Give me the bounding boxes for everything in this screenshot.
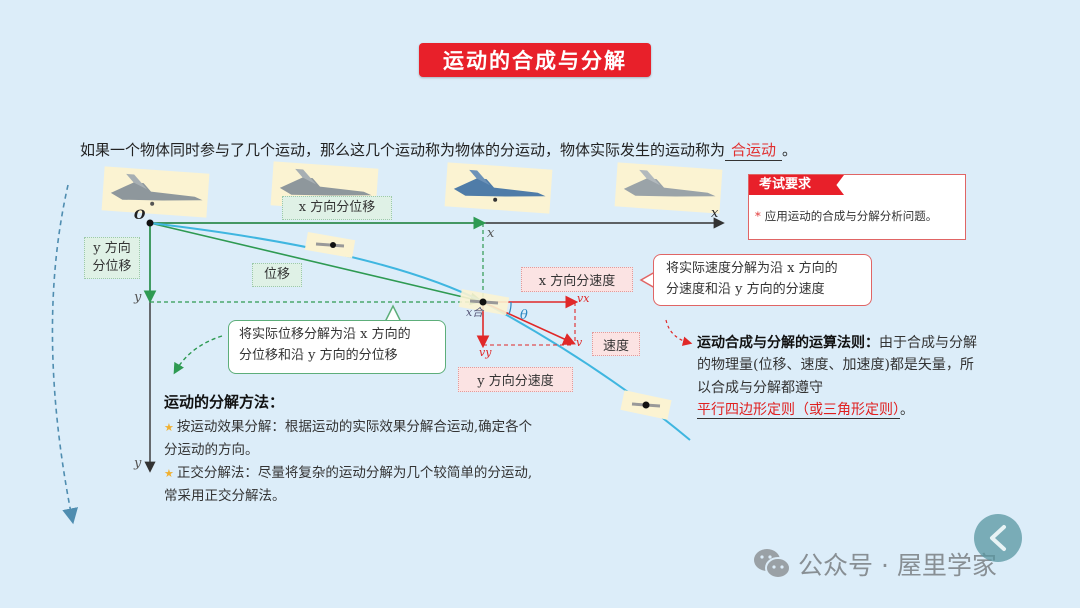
method-item: ★正交分解法：尽量将复杂的运动分解为几个较简单的分运动,常采用正交分解法。 (164, 462, 544, 508)
exam-text: *应用运动的合成与分解分析问题。 (755, 208, 937, 224)
x-mark-label: x (487, 226, 495, 241)
velocity-label: 速度 (592, 332, 640, 356)
y-mark-label: y (134, 290, 142, 305)
exam-requirement-text: 应用运动的合成与分解分析问题。 (764, 209, 938, 223)
x-resultant-label: x合 (466, 306, 484, 319)
jet-plane-image-2 (270, 161, 379, 213)
method-title: 运动的分解方法： (164, 393, 285, 411)
x-velocity-label: x 方向分速度 (521, 267, 633, 292)
theta-label: θ (520, 308, 528, 323)
star-icon: ★ (164, 420, 174, 434)
intro-end: 。 (782, 141, 798, 159)
method-item-text: 正交分解法：尽量将复杂的运动分解为几个较简单的分运动,常采用正交分解法。 (164, 465, 533, 505)
origin-label: O (134, 208, 146, 223)
exam-tag: 考试要求 (749, 175, 844, 195)
watermark: 公众号 · 屋里学家 (752, 546, 997, 582)
y-velocity-label: y 方向分速度 (458, 367, 573, 392)
x-axis-label: x (711, 206, 719, 221)
missile-icon (620, 390, 672, 420)
composition-rule: 运动合成与分解的运算法则：由于合成与分解的物理量(位移、速度、加速度)都是矢量，… (697, 332, 977, 422)
asterisk-icon: * (755, 209, 761, 223)
velocity-note-line-2: 分速度和沿 y 方向的分速度 (666, 281, 825, 297)
velocity-note-line-1: 将实际速度分解为沿 x 方向的 (666, 261, 838, 276)
method-item-text: 按运动效果分解：根据运动的实际效果分解合运动,确定各个分运动的方向。 (164, 418, 533, 459)
y-displacement-label: y 方向 分位移 (84, 237, 140, 279)
decomposition-methods: 运动的分解方法： ★按运动效果分解：根据运动的实际效果分解合运动,确定各个分运动… (164, 390, 544, 509)
displacement-note-line-2: 分位移和沿 y 方向的分位移 (239, 347, 398, 363)
y-axis-label: y (134, 456, 142, 471)
rule-title: 运动合成与分解的运算法则： (697, 335, 879, 351)
rule-answer: 平行四边形定则（或三角形定则） (697, 402, 900, 420)
jet-plane-image-4 (614, 162, 723, 214)
wechat-icon (754, 549, 791, 579)
chevron-left-icon (990, 525, 1006, 551)
jet-plane-image-1 (101, 166, 210, 218)
displacement-vector (149, 222, 484, 306)
watermark-text: 公众号 · 屋里学家 (798, 551, 997, 580)
displacement-label: 位移 (252, 263, 302, 287)
rule-end: 。 (900, 402, 914, 419)
exam-requirement-box: 考试要求 *应用运动的合成与分解分析问题。 (748, 174, 966, 240)
method-item: ★按运动效果分解：根据运动的实际效果分解合运动,确定各个分运动的方向。 (164, 416, 544, 462)
star-icon: ★ (164, 467, 174, 481)
missile-icon (304, 231, 356, 259)
jet-plane-image-3 (444, 162, 553, 214)
page-title: 运动的合成与分解 (419, 43, 651, 77)
intro-blank-answer: 合运动 (725, 139, 783, 161)
intro-sentence: 如果一个物体同时参与了几个运动，那么这几个运动称为物体的分运动，物体实际发生的运… (80, 139, 797, 161)
v-label: v (576, 336, 583, 349)
rule-body: 由于合成与分解的物理量(位移、速度、加速度)都是矢量，所以合成与分解都遵守 (697, 335, 977, 396)
velocity-decomposition-note: 将实际速度分解为沿 x 方向的 分速度和沿 y 方向的分速度 (653, 254, 872, 306)
displacement-note-line-1: 将实际位移分解为沿 x 方向的 (239, 327, 411, 342)
dashed-curve-arrow (51, 184, 78, 525)
vy-label: vy (479, 346, 492, 359)
missile-icon (458, 289, 510, 316)
vx-label: vx (577, 292, 590, 305)
back-button[interactable] (974, 514, 1022, 562)
displacement-decomposition-note: 将实际位移分解为沿 x 方向的 分位移和沿 y 方向的分位移 (228, 320, 446, 374)
intro-text: 如果一个物体同时参与了几个运动，那么这几个运动称为物体的分运动，物体实际发生的运… (80, 141, 726, 159)
x-displacement-label: x 方向分位移 (282, 196, 392, 220)
